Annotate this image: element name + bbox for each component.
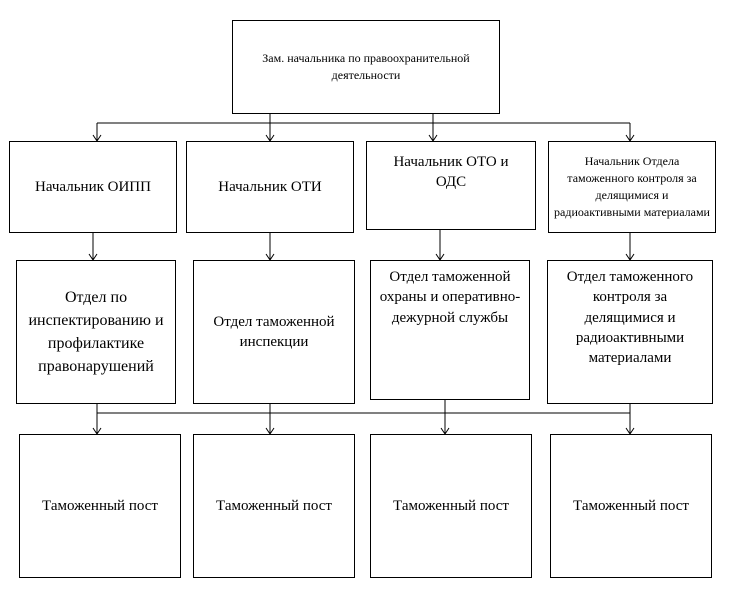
head-label-oipp: Начальник ОИПП — [35, 178, 151, 195]
dept-node-customs-inspection: Отдел таможенной инспекции — [193, 260, 355, 404]
head-label-radioactive: Начальник Отдела таможенного контроля за… — [554, 154, 710, 219]
post-node-1: Таможенный пост — [19, 434, 181, 578]
dept-node-radioactive: Отдел таможенного контроля за делящимися… — [547, 260, 713, 404]
post-node-2: Таможенный пост — [193, 434, 355, 578]
head-node-oto-ods: Начальник ОТО и ОДС — [366, 141, 536, 230]
head-node-radioactive: Начальник Отдела таможенного контроля за… — [548, 141, 716, 233]
dept-label-radioactive: Отдел таможенного контроля за делящимися… — [566, 269, 694, 366]
post-label-1: Таможенный пост — [42, 497, 158, 514]
post-label-4: Таможенный пост — [573, 497, 689, 514]
post-node-3: Таможенный пост — [370, 434, 532, 578]
dept-node-guard-duty: Отдел таможенной охраны и оперативно-деж… — [370, 260, 530, 400]
head-node-oti: Начальник ОТИ — [186, 141, 354, 233]
dept-label-guard-duty: Отдел таможенной охраны и оперативно-деж… — [379, 269, 521, 326]
dept-node-inspection-prevention: Отдел по инспектированию и профилактике … — [16, 260, 176, 404]
root-label: Зам. начальника по правоохранительной де… — [262, 51, 470, 82]
dept-label-inspection-prevention: Отдел по инспектированию и профилактике … — [28, 288, 164, 376]
dept-label-customs-inspection: Отдел таможенной инспекции — [213, 313, 335, 350]
head-label-oti: Начальник ОТИ — [218, 178, 322, 195]
head-label-oto-ods: Начальник ОТО и ОДС — [393, 154, 509, 191]
root-node: Зам. начальника по правоохранительной де… — [232, 20, 500, 114]
post-node-4: Таможенный пост — [550, 434, 712, 578]
post-label-2: Таможенный пост — [216, 497, 332, 514]
head-node-oipp: Начальник ОИПП — [9, 141, 177, 233]
post-label-3: Таможенный пост — [393, 497, 509, 514]
